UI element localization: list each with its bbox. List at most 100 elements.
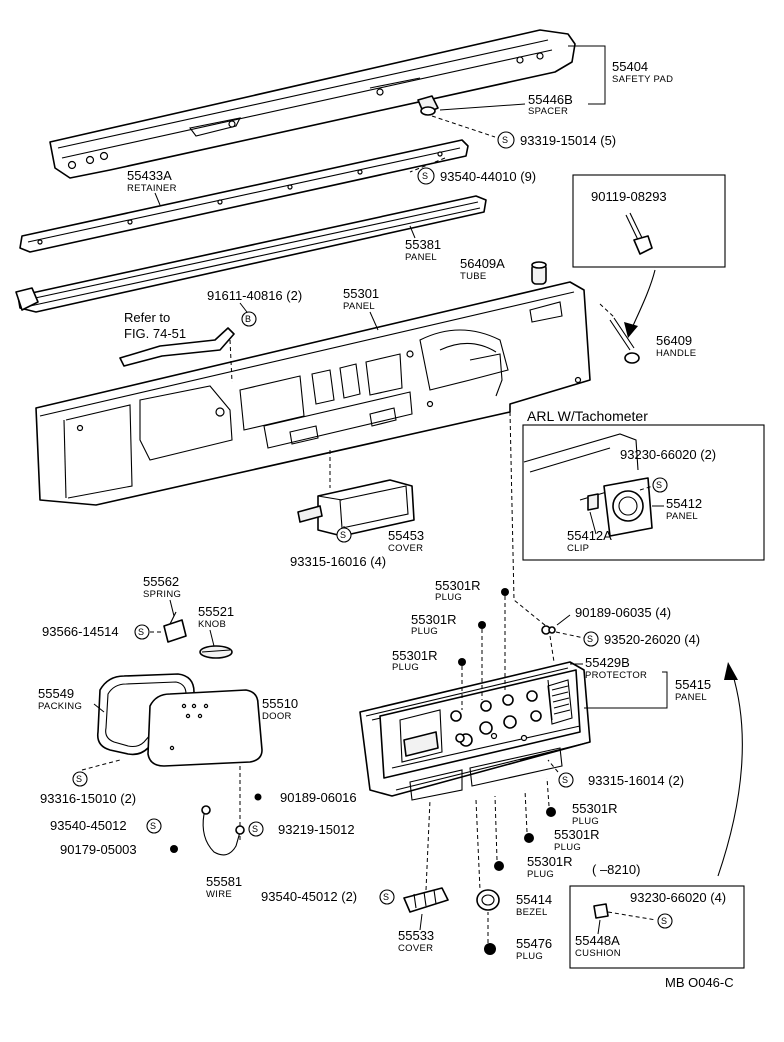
label-55581: 55581 bbox=[206, 874, 242, 889]
name-plug-2: PLUG bbox=[411, 626, 438, 637]
screw-mark-93540-45012-a: S bbox=[150, 821, 156, 831]
name-packing: PACKING bbox=[38, 701, 82, 712]
name-clip: CLIP bbox=[567, 543, 589, 554]
label-91611: 91611-40816 (2) bbox=[207, 288, 302, 303]
name-door: DOOR bbox=[262, 711, 292, 722]
label-93540-45012-a: 93540-45012 bbox=[50, 818, 127, 833]
label-55301r-4: 55301R bbox=[572, 801, 618, 816]
name-cover-55533: COVER bbox=[398, 943, 433, 954]
name-cushion: CUSHION bbox=[575, 948, 621, 959]
screw-symbol-93315-16016 bbox=[336, 527, 352, 543]
name-cover-55453: COVER bbox=[388, 543, 423, 554]
label-55510: 55510 bbox=[262, 696, 298, 711]
label-55414: 55414 bbox=[516, 892, 552, 907]
bracket-part bbox=[119, 327, 235, 367]
bolt-90119-part bbox=[625, 212, 653, 255]
screw-symbol-93540-44010 bbox=[417, 167, 435, 185]
name-plug-5: PLUG bbox=[554, 842, 581, 853]
screw-mark-93319: S bbox=[502, 135, 508, 145]
name-plug-55476: PLUG bbox=[516, 951, 543, 962]
label-55446b: 55446B bbox=[528, 92, 573, 107]
door-part bbox=[147, 689, 263, 767]
label-55301r-3: 55301R bbox=[392, 648, 438, 663]
label-90189-06016: 90189-06016 bbox=[280, 790, 357, 805]
spring-part bbox=[163, 611, 187, 643]
name-wire: WIRE bbox=[206, 889, 232, 900]
arl-tachometer-box bbox=[522, 424, 765, 561]
label-55301r-5: 55301R bbox=[554, 827, 600, 842]
screw-symbol-93319 bbox=[497, 131, 515, 149]
screw-symbol-93315-16014 bbox=[558, 772, 574, 788]
name-spring: SPRING bbox=[143, 589, 181, 600]
label-55521: 55521 bbox=[198, 604, 234, 619]
label-55533: 55533 bbox=[398, 928, 434, 943]
screw-symbol-93316 bbox=[72, 771, 88, 787]
name-protector: PROTECTOR bbox=[585, 670, 647, 681]
screw-symbol-93230-b bbox=[657, 913, 673, 929]
main-panel-55301-part bbox=[35, 281, 591, 506]
name-tube: TUBE bbox=[460, 271, 487, 282]
label-55448a: 55448A bbox=[575, 933, 620, 948]
screw-symbol-93540-45012-a bbox=[146, 818, 162, 834]
name-retainer: RETAINER bbox=[127, 183, 177, 194]
screw-symbol-93520 bbox=[583, 631, 599, 647]
label-55549: 55549 bbox=[38, 686, 74, 701]
name-safety-pad: SAFETY PAD bbox=[612, 74, 673, 85]
screw-mark-93540-45012-b: S bbox=[383, 892, 389, 902]
bezel-part bbox=[476, 889, 500, 911]
screw-mark-93230-a: S bbox=[656, 480, 662, 490]
safety-pad-part bbox=[49, 29, 576, 179]
retainer-part bbox=[19, 139, 469, 253]
label-55562: 55562 bbox=[143, 574, 179, 589]
cushion-part bbox=[593, 903, 609, 919]
label-55301r-2: 55301R bbox=[411, 612, 457, 627]
screw-mark-93566: S bbox=[138, 627, 144, 637]
name-panel-55412: PANEL bbox=[666, 511, 698, 522]
name-knob: KNOB bbox=[198, 619, 226, 630]
name-bezel: BEZEL bbox=[516, 907, 548, 918]
name-spacer: SPACER bbox=[528, 106, 568, 117]
label-93540-44010: 93540-44010 (9) bbox=[440, 169, 536, 184]
instrument-panel-part bbox=[359, 661, 591, 801]
cover-55533-part bbox=[403, 887, 449, 913]
screw-mark-93315-16016: S bbox=[340, 530, 346, 540]
label-56409: 56409 bbox=[656, 333, 692, 348]
name-plug-3: PLUG bbox=[392, 662, 419, 673]
label-93315-16016: 93315-16016 (4) bbox=[290, 554, 386, 569]
label-93315-16014: 93315-16014 (2) bbox=[588, 773, 684, 788]
label-55301: 55301 bbox=[343, 286, 379, 301]
label-55429b: 55429B bbox=[585, 655, 630, 670]
text-refer-to: Refer to bbox=[124, 310, 170, 325]
cover-55453-part bbox=[297, 479, 415, 537]
name-plug-4: PLUG bbox=[572, 816, 599, 827]
handle-part bbox=[609, 317, 640, 364]
cushion-box bbox=[569, 885, 745, 969]
label-55453: 55453 bbox=[388, 528, 424, 543]
label-90179: 90179-05003 bbox=[60, 842, 137, 857]
screw-mark-93540-44010: S bbox=[422, 171, 428, 181]
tachometer-panel-part bbox=[523, 433, 653, 537]
screw-mark-93230-b: S bbox=[661, 916, 667, 926]
screw-mark-93219: S bbox=[252, 824, 258, 834]
name-handle: HANDLE bbox=[656, 348, 696, 359]
label-55412: 55412 bbox=[666, 496, 702, 511]
inset-box-90119 bbox=[572, 174, 726, 268]
label-93219: 93219-15012 bbox=[278, 822, 355, 837]
label-55301r-6: 55301R bbox=[527, 854, 573, 869]
arl-heading: ARL W/Tachometer bbox=[527, 408, 648, 424]
screw-symbol-93219 bbox=[248, 821, 264, 837]
label-90119: 90119-08293 bbox=[591, 189, 667, 204]
footer-code: MB O046-C bbox=[665, 975, 734, 990]
label-55381: 55381 bbox=[405, 237, 441, 252]
label-55415: 55415 bbox=[675, 677, 711, 692]
knob-part bbox=[199, 645, 233, 659]
label-93540-45012-b: 93540-45012 (2) bbox=[261, 889, 357, 904]
label-55301r-1: 55301R bbox=[435, 578, 481, 593]
bolt-mark-91611: B bbox=[245, 314, 251, 324]
label-56409a: 56409A bbox=[460, 256, 505, 271]
label-55404: 55404 bbox=[612, 59, 648, 74]
name-plug-6: PLUG bbox=[527, 869, 554, 880]
spacer-part bbox=[417, 95, 439, 116]
